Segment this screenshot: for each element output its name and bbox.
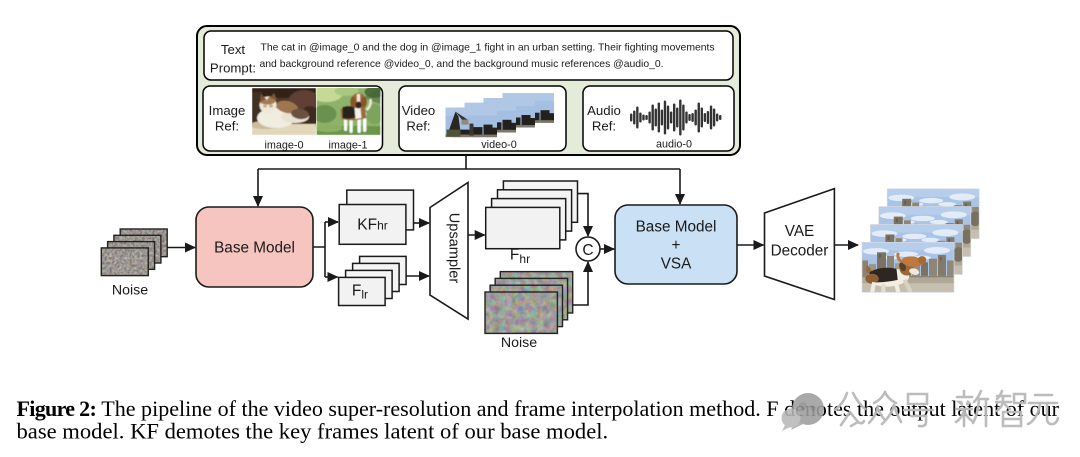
svg-text:Text: Text <box>221 42 246 57</box>
svg-text:Figure 2: The pipeline of the: Figure 2: The pipeline of the video supe… <box>17 396 1060 421</box>
svg-text:Image: Image <box>209 103 246 118</box>
svg-text:VSA: VSA <box>661 256 692 273</box>
svg-text:Fhr: Fhr <box>510 247 530 267</box>
svg-text:Audio: Audio <box>587 103 621 118</box>
svg-text:Prompt:: Prompt: <box>210 61 256 76</box>
svg-text:image-0: image-0 <box>264 140 303 152</box>
svg-text:Decoder: Decoder <box>771 243 829 260</box>
svg-text:video-0: video-0 <box>481 139 516 151</box>
svg-text:The cat in @image_0 and the do: The cat in @image_0 and the dog in @imag… <box>261 43 715 54</box>
svg-text:Ref:: Ref: <box>215 119 239 134</box>
svg-text:+: + <box>672 237 681 254</box>
svg-text:Ref:: Ref: <box>592 119 616 134</box>
svg-text:image-1: image-1 <box>328 140 367 152</box>
svg-text:and background reference @vide: and background reference @video_0, and t… <box>260 59 664 70</box>
svg-text:KFhr: KFhr <box>357 217 387 234</box>
svg-text:Base Model: Base Model <box>214 240 295 257</box>
svg-text:Video: Video <box>402 103 436 118</box>
svg-text:Upsampler: Upsampler <box>446 213 462 284</box>
svg-text:Noise: Noise <box>112 283 148 299</box>
svg-text:audio-0: audio-0 <box>656 139 692 151</box>
svg-text:Base Model: Base Model <box>636 219 717 236</box>
svg-text:base model. KF demotes the key: base model. KF demotes the key frames la… <box>17 419 609 444</box>
svg-text:VAE: VAE <box>785 223 814 240</box>
svg-text:Noise: Noise <box>501 335 537 351</box>
svg-text:C: C <box>582 242 593 259</box>
svg-text:Flr: Flr <box>352 283 368 302</box>
svg-text:Ref:: Ref: <box>406 119 430 134</box>
